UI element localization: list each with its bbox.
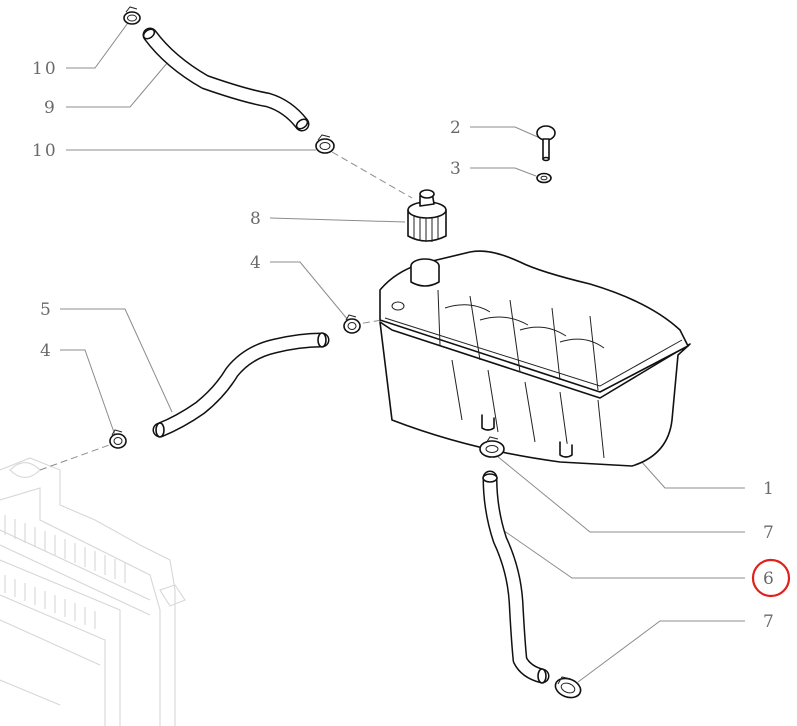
clamp-4-left — [109, 429, 127, 449]
callout-2: 2 — [450, 118, 463, 138]
clamp-4-right — [343, 314, 361, 334]
callout-labels: 10 9 10 2 3 8 4 5 4 1 7 6 7 — [32, 59, 776, 632]
clamp-7-upper — [479, 436, 505, 458]
bolt-2 — [536, 125, 556, 162]
callout-6: 6 — [763, 569, 776, 589]
highlight-circle — [751, 558, 791, 598]
clamp-7-lower — [554, 676, 582, 699]
filler-cap-8 — [407, 189, 447, 242]
hose-upper — [142, 27, 310, 132]
callout-9: 9 — [44, 98, 57, 118]
clamp-10-top — [123, 6, 141, 25]
callout-4-left: 4 — [40, 341, 53, 361]
hose-middle — [152, 332, 330, 438]
expansion-tank-1 — [379, 250, 691, 467]
callout-10-lower: 10 — [32, 141, 58, 161]
callout-4-right: 4 — [250, 253, 263, 273]
callout-1: 1 — [763, 479, 776, 499]
callout-3: 3 — [450, 159, 463, 179]
leader-lines — [60, 19, 745, 683]
hose-lower — [482, 470, 550, 684]
clamp-10-lower — [315, 134, 335, 154]
callout-10-top: 10 — [32, 59, 58, 79]
radiator-background — [0, 457, 186, 726]
callout-5: 5 — [40, 300, 53, 320]
callout-8: 8 — [250, 209, 263, 229]
callout-7-upper: 7 — [763, 523, 776, 543]
washer-3 — [536, 172, 552, 184]
callout-7-lower: 7 — [763, 612, 776, 632]
